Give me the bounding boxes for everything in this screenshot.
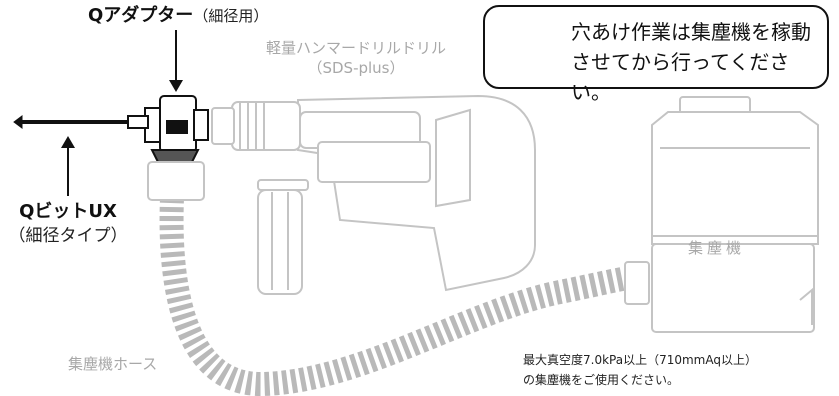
adapter-name: Qアダプター [88,5,194,26]
hose-label: 集塵機ホース [68,355,158,373]
adapter-note: （細径用） [193,7,269,25]
hammer-drill [211,94,536,295]
warning-box: 穴あけ作業は集塵機を稼動 させてから行ってください。 [483,5,829,104]
bit-note: （細径タイプ） [8,225,128,246]
q-adapter [144,95,209,201]
requirement-line-1: 最大真空度7.0kPa以上（710mmAq以上） [523,353,757,367]
drill-note: （SDS-plus） [307,59,405,78]
q-bit [13,115,149,129]
dust-collector [624,96,819,333]
requirement-note: 最大真空度7.0kPa以上（710mmAq以上） の集塵機をご使用ください。 [523,350,757,390]
requirement-line-2: の集塵機をご使用ください。 [523,373,680,387]
warning-line-1: 穴あけ作業は集塵機を稼動 [571,20,811,44]
pointer-arrows [61,30,183,196]
collector-label: 集塵機 [688,239,746,257]
hose [159,197,630,396]
bit-label: QビットUX （細径タイプ） [8,201,128,246]
warning-line-2: させてから行ってください。 [571,50,790,104]
drill-label: 軽量ハンマードリルドリル （SDS-plus） [256,39,456,78]
adapter-label: Qアダプター（細径用） [88,5,269,27]
drill-name: 軽量ハンマードリルドリル [265,39,446,57]
warning-text: 穴あけ作業は集塵機を稼動 させてから行ってください。 [571,17,827,107]
bit-name: QビットUX [19,201,117,222]
